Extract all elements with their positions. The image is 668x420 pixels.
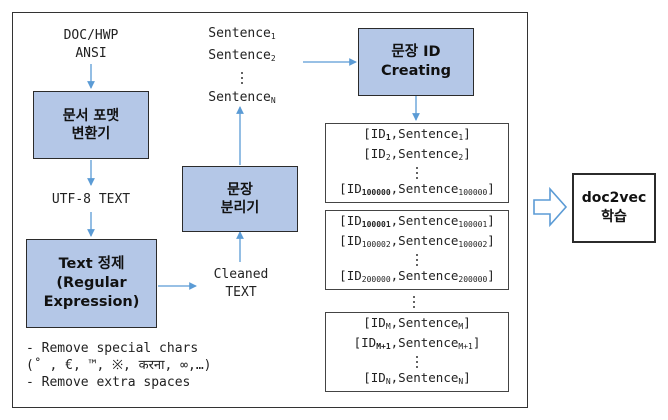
id-row: [IDM+1,SentenceM+1] (353, 334, 481, 351)
pipeline-frame (12, 12, 528, 408)
ellipsis-icon (413, 294, 415, 309)
utf8-text-label: UTF-8 TEXT (51, 192, 131, 207)
sentence-splitter-box: 문장 분리기 (182, 166, 298, 232)
cleaned-text-label: Cleaned TEXT (213, 267, 269, 300)
input-format-label: DOC/HWP ANSI (63, 28, 119, 61)
doc2vec-training-box: doc2vec 학습 (572, 173, 656, 243)
id-row: [IDM,SentenceM] (363, 314, 471, 331)
cleaning-notes: - Remove special chars (˚ , €, ™, ※, करन… (26, 341, 212, 390)
id-row: [IDN,SentenceN] (363, 369, 471, 386)
id-group-2: [ID100001,Sentence100001] [ID100002,Sent… (325, 210, 509, 290)
sentence-list: Sentence1 Sentence2 SentenceN (190, 24, 294, 110)
sentence-2: Sentence2 (208, 48, 276, 63)
ellipsis-icon (416, 355, 418, 370)
id-row: [ID100002,Sentence100002] (339, 232, 495, 249)
text-cleaning-box: Text 정제 (Regular Expression) (26, 239, 157, 328)
format-converter-box: 문서 포맷 변환기 (33, 91, 149, 159)
ellipsis-icon (190, 70, 294, 85)
id-group-1: [ID1,Sentence1] [ID2,Sentence2] [ID10000… (325, 123, 509, 203)
ellipsis-icon (416, 253, 418, 268)
id-row: [ID1,Sentence1] (363, 125, 471, 142)
hollow-arrow (533, 186, 568, 228)
ellipsis-icon (416, 166, 418, 181)
sentence-1: Sentence1 (208, 26, 276, 41)
id-row: [ID200000,Sentence200000] (339, 267, 495, 284)
sentence-id-creating-box: 문장 ID Creating (358, 28, 474, 96)
sentence-n: SentenceN (208, 90, 276, 105)
id-row: [ID100001,Sentence100001] (339, 212, 495, 229)
id-row: [ID100000,Sentence100000] (339, 180, 495, 197)
id-row: [ID2,Sentence2] (363, 145, 471, 162)
id-group-3: [IDM,SentenceM] [IDM+1,SentenceM+1] [IDN… (325, 312, 509, 392)
